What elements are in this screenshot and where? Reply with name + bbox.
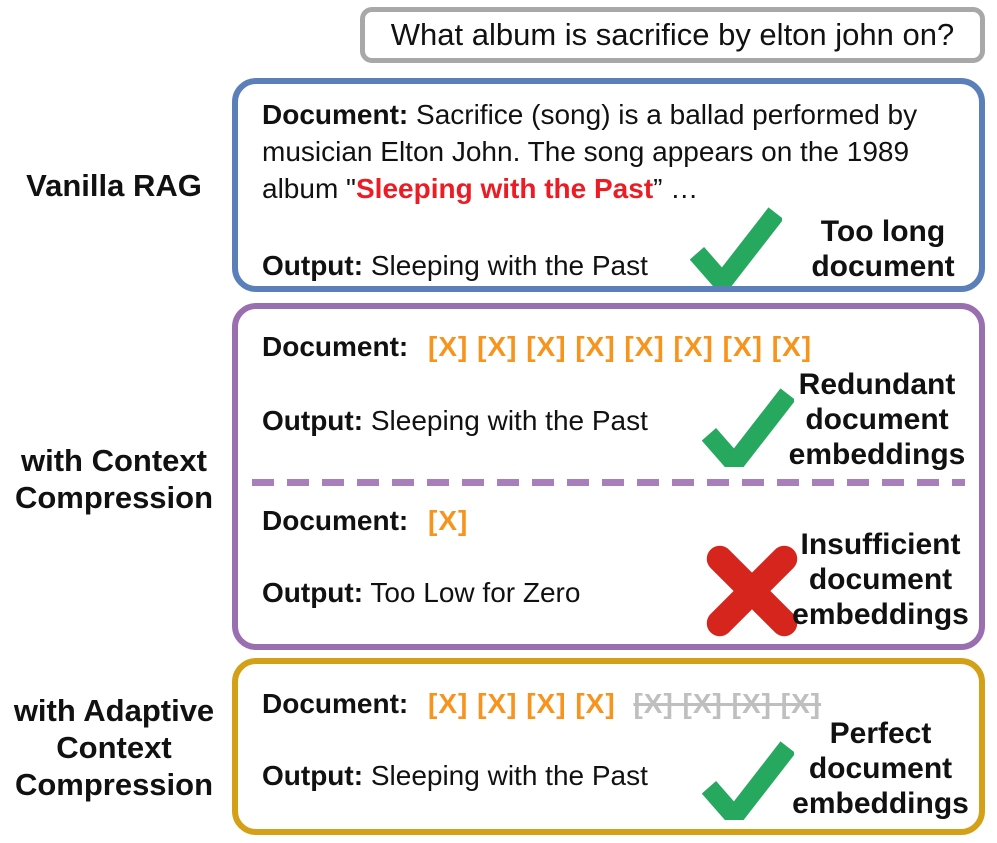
question-text: What album is sacrifice by elton john on… xyxy=(390,17,955,52)
compression-bottom-document-row: Document: [X] xyxy=(262,505,468,537)
panel-context-compression: Document: [X] [X] [X] [X] [X] [X] [X] [X… xyxy=(232,303,985,650)
question-bubble: What album is sacrifice by elton john on… xyxy=(360,7,985,63)
label-line: with Context xyxy=(21,443,207,478)
cross-icon xyxy=(700,539,804,643)
note-line: Insufficient xyxy=(800,528,961,561)
output-label: Output: xyxy=(262,405,364,436)
vanilla-document-paragraph: Document: Sacrifice (song) is a ballad p… xyxy=(262,96,968,207)
document-embeddings-kept: [X] [X] [X] [X] xyxy=(428,688,616,719)
document-text-tail: ” … xyxy=(653,173,699,204)
output-label: Output: xyxy=(262,250,364,281)
compression-top-document-row: Document: [X] [X] [X] [X] [X] [X] [X] [X… xyxy=(262,331,812,363)
panel-adaptive-context-compression: Document: [X] [X] [X] [X] [X] [X] [X] [X… xyxy=(232,658,985,835)
note-line: embeddings xyxy=(792,787,969,820)
note-line: embeddings xyxy=(792,598,969,631)
adaptive-document-row: Document: [X] [X] [X] [X] [X] [X] [X] [X… xyxy=(262,688,821,720)
label-line: Context xyxy=(56,730,172,765)
note-line: Perfect xyxy=(829,717,932,750)
output-label: Output: xyxy=(262,760,364,791)
label-vanilla-rag: Vanilla RAG xyxy=(0,167,228,204)
document-text: Sacrifice (song) is a ballad performed b… xyxy=(262,99,918,204)
document-label: Document: xyxy=(262,688,409,719)
output-value: Sleeping with the Past xyxy=(370,405,648,436)
label-line: Compression xyxy=(14,480,214,515)
label-line: Compression xyxy=(14,767,214,802)
label-adaptive-context-compression: with Adaptive Context Compression xyxy=(0,692,228,803)
note-line: embeddings xyxy=(788,438,966,471)
label-line: Vanilla RAG xyxy=(26,168,202,203)
output-value: Too Low for Zero xyxy=(370,577,581,608)
note-line: Too long xyxy=(820,215,946,248)
output-value: Sleeping with the Past xyxy=(370,760,648,791)
document-embeddings: [X] xyxy=(428,505,469,536)
note-perfect-embeddings: Perfect document embeddings xyxy=(778,716,983,821)
note-line: document xyxy=(811,250,955,283)
panel-vanilla-rag: Document: Sacrifice (song) is a ballad p… xyxy=(232,78,985,298)
note-too-long-document: Too long document xyxy=(783,214,983,284)
document-answer-highlight: Sleeping with the Past xyxy=(355,173,654,204)
check-icon xyxy=(701,387,796,479)
note-insufficient-embeddings: Insufficient document embeddings xyxy=(778,527,983,632)
document-label: Document: xyxy=(262,99,409,130)
compression-top-output-row: Output: Sleeping with the Past xyxy=(262,405,648,437)
document-embeddings: [X] [X] [X] [X] [X] [X] [X] [X] xyxy=(428,331,813,362)
note-redundant-embeddings: Redundant document embeddings xyxy=(772,367,982,472)
document-embeddings-pruned: [X] [X] [X] [X] xyxy=(633,688,822,719)
note-line: document xyxy=(805,403,949,436)
vanilla-output-row: Output: Sleeping with the Past xyxy=(262,250,648,282)
output-value: Sleeping with the Past xyxy=(370,250,648,281)
note-line: Redundant xyxy=(798,368,956,401)
document-label: Document: xyxy=(262,331,409,362)
output-label: Output: xyxy=(262,577,364,608)
check-icon xyxy=(701,740,796,832)
compression-bottom-output-row: Output: Too Low for Zero xyxy=(262,577,580,609)
label-context-compression: with Context Compression xyxy=(0,442,228,516)
adaptive-output-row: Output: Sleeping with the Past xyxy=(262,760,648,792)
note-line: document xyxy=(808,563,953,596)
note-line: document xyxy=(808,752,953,785)
dashed-divider xyxy=(252,479,965,486)
document-label: Document: xyxy=(262,505,409,536)
label-line: with Adaptive xyxy=(13,693,215,728)
check-icon xyxy=(689,206,784,298)
